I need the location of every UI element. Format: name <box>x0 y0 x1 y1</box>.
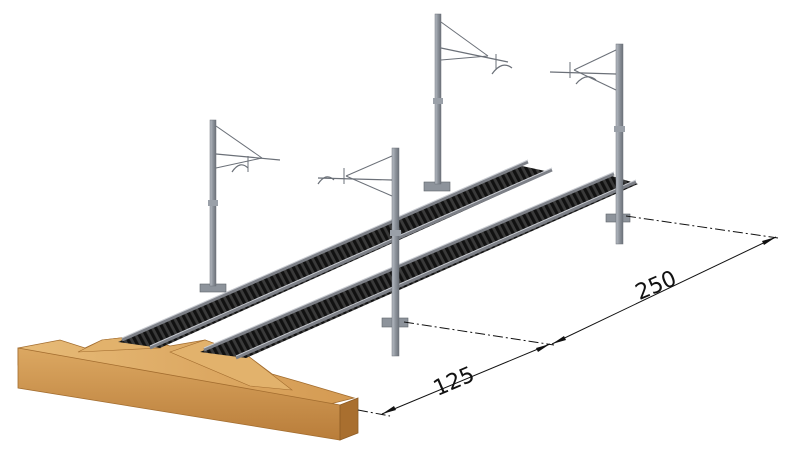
extension-line-mast-back <box>625 215 779 239</box>
track-left-sleepers <box>118 166 550 348</box>
dimension-lines <box>357 215 779 417</box>
extension-line-embankment <box>357 409 391 417</box>
catenary-mast-back-left <box>423 13 513 192</box>
track-left-rail-a <box>121 160 529 342</box>
dimension-line-125 <box>381 343 551 415</box>
catenary-mast-front-left <box>199 119 281 293</box>
track-right-sleepers <box>200 176 638 358</box>
catenary-mast-back-right <box>549 43 631 245</box>
extension-line-mast-front <box>403 321 555 346</box>
dimension-line-250 <box>551 236 777 345</box>
track-right-rail-b <box>235 180 637 360</box>
track-right <box>200 171 638 360</box>
embankment-shoulder-right <box>169 339 294 391</box>
embankment <box>17 335 359 441</box>
track-left-rail-b <box>149 168 553 350</box>
dimension-label-250: 250 <box>632 266 680 305</box>
embankment-side <box>339 397 359 441</box>
catenary-mast-front-right <box>317 147 409 357</box>
track-right-rail-a <box>203 172 615 352</box>
track-left <box>118 159 553 350</box>
dimension-label-125: 125 <box>430 362 478 401</box>
